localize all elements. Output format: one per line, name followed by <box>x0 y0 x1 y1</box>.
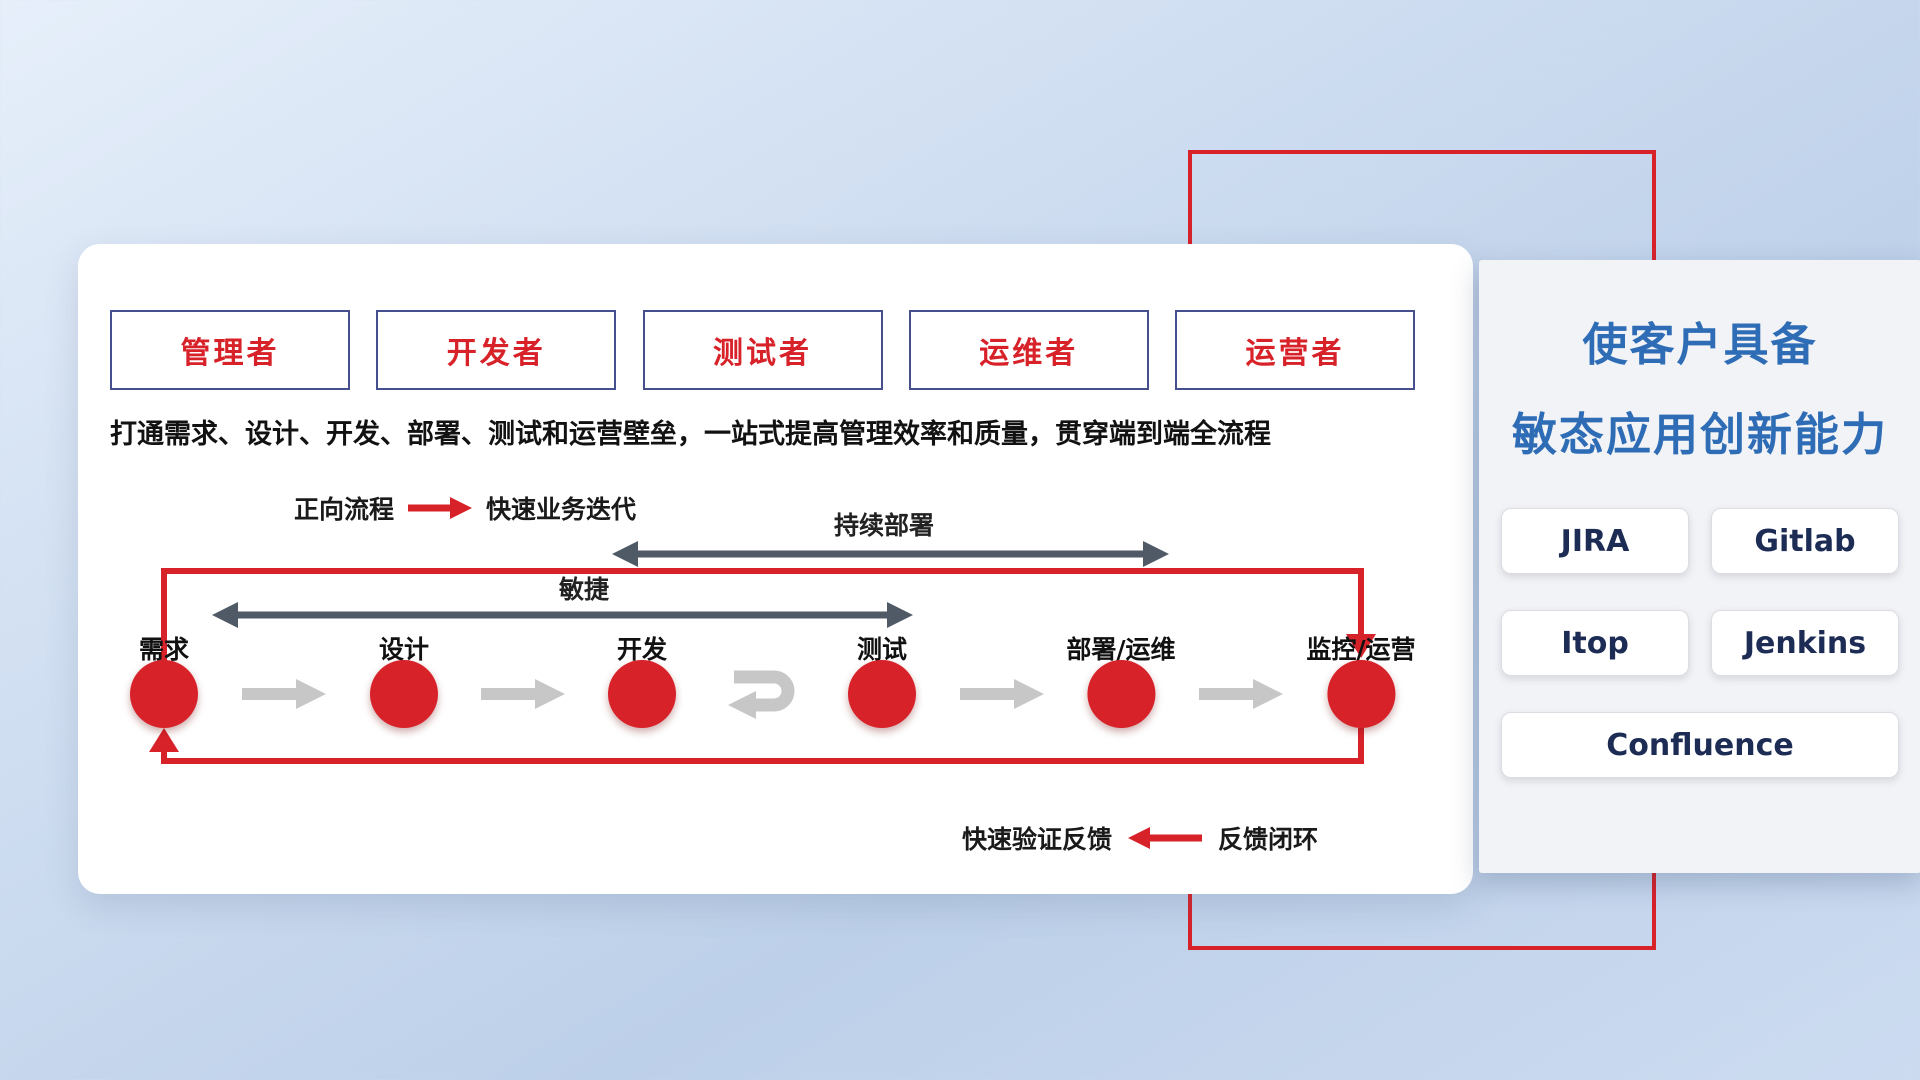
iteration-loop-arrow-icon <box>728 670 795 719</box>
role-label: 测试者 <box>713 336 812 371</box>
feedback-loop-arrowhead-icon <box>149 728 179 752</box>
node-requirement: 需求 <box>130 630 198 728</box>
tool-badge-jenkins: Jenkins <box>1711 610 1899 676</box>
role-box-ops: 运维者 <box>908 310 1149 390</box>
tool-badge-confluence: Confluence <box>1501 712 1899 778</box>
card-subtitle: 打通需求、设计、开发、部署、测试和运营壁垒，一站式提高管理效率和质量，贯穿端到端… <box>110 419 1271 450</box>
role-label: 开发者 <box>446 336 546 371</box>
legend-feedback-label: 快速验证反馈 <box>962 825 1113 854</box>
forward-loop-arrowhead-icon <box>1346 634 1376 658</box>
flow-arrow-icon <box>1199 679 1283 709</box>
role-label: 管理者 <box>180 336 280 371</box>
node-monitor-operate: 监控/运营 <box>1306 630 1416 728</box>
agile-double-arrow-icon <box>212 602 913 628</box>
role-label: 运营者 <box>1245 336 1345 371</box>
legend-forward: 正向流程 快速业务迭代 <box>294 490 636 526</box>
forward-arrow-icon <box>408 497 473 519</box>
node-circle-icon <box>848 660 916 728</box>
node-label: 监控/运营 <box>1306 635 1416 664</box>
legend-feedback: 快速验证反馈 反馈闭环 <box>962 820 1318 856</box>
agile-label: 敏捷 <box>558 575 610 604</box>
flow-arrow-icon <box>242 679 326 709</box>
feedback-arrow-icon <box>1128 827 1203 849</box>
role-box-manager: 管理者 <box>110 310 350 390</box>
tool-badge-itop: Itop <box>1501 610 1689 676</box>
continuous-deploy-double-arrow-icon <box>612 541 1169 567</box>
forward-loop-line-right <box>1358 568 1364 636</box>
node-deploy-ops: 部署/运维 <box>1066 630 1176 728</box>
node-label: 需求 <box>138 635 189 664</box>
flow-arrow-icon <box>481 679 565 709</box>
panel-title-line1: 使客户具备 <box>1582 318 1818 371</box>
forward-loop-line-top <box>161 568 1364 574</box>
node-circle-icon <box>130 660 198 728</box>
node-design: 设计 <box>370 630 438 728</box>
node-test: 测试 <box>848 630 916 728</box>
panel-title: 使客户具备 敏态应用创新能力 <box>1479 300 1920 480</box>
node-label: 测试 <box>856 635 907 664</box>
node-circle-icon <box>370 660 438 728</box>
role-label: 运维者 <box>979 336 1079 371</box>
flow-arrow-icon <box>960 679 1044 709</box>
feedback-loop-line-left <box>161 750 167 764</box>
feedback-loop-line-bottom <box>161 758 1364 764</box>
legend-feedback-value: 反馈闭环 <box>1218 825 1319 854</box>
panel-title-line2: 敏态应用创新能力 <box>1511 408 1888 461</box>
feedback-loop-line-right <box>1358 728 1364 764</box>
node-label: 部署/运维 <box>1066 635 1176 664</box>
legend-forward-value: 快速业务迭代 <box>486 495 637 524</box>
node-circle-icon <box>1326 660 1395 728</box>
tool-badge-gitlab: Gitlab <box>1711 508 1899 574</box>
role-box-tester: 测试者 <box>642 310 883 390</box>
node-circle-icon <box>608 660 676 728</box>
tools-grid: JIRA Gitlab Itop Jenkins Confluence <box>1479 480 1920 778</box>
forward-loop-line-left <box>161 568 167 662</box>
continuous-deploy-label: 持续部署 <box>833 511 935 540</box>
node-develop: 开发 <box>608 630 676 728</box>
tool-badge-jira: JIRA <box>1501 508 1689 574</box>
roles-row: 管理者 开发者 测试者 运维者 运营者 <box>110 310 1415 390</box>
role-box-developer: 开发者 <box>376 310 617 390</box>
tools-panel: 使客户具备 敏态应用创新能力 JIRA Gitlab Itop Jenkins … <box>1479 260 1920 873</box>
legend-forward-label: 正向流程 <box>294 495 395 524</box>
node-circle-icon <box>1086 660 1155 728</box>
node-label: 开发 <box>616 635 667 664</box>
node-label: 设计 <box>378 635 429 664</box>
role-box-operator: 运营者 <box>1175 310 1415 390</box>
workflow-card: 管理者 开发者 测试者 运维者 运营者 打通需求、设计、开发、部署、测试和运营壁… <box>78 244 1473 894</box>
